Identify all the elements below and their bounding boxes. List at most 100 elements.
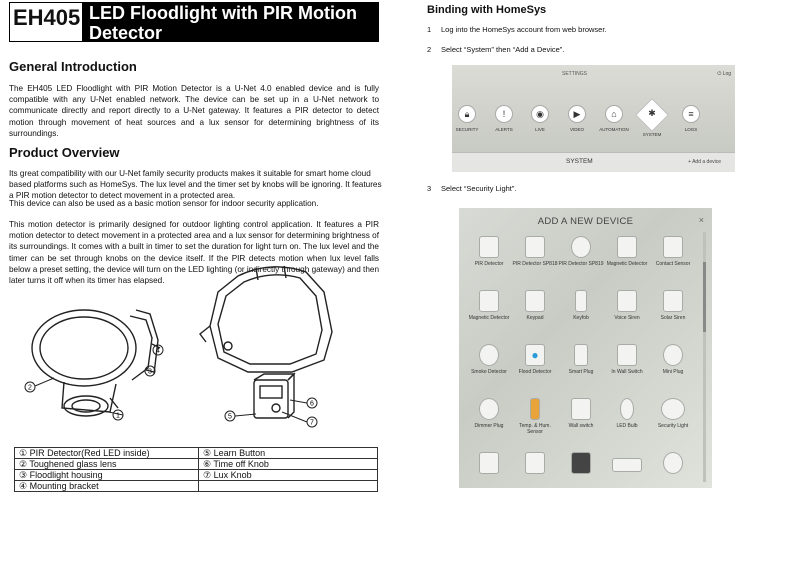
device-mini-plug[interactable]: Mini Plug — [650, 344, 696, 375]
plug-icon — [574, 344, 588, 366]
device-contact-sensor[interactable]: Contact Sensor — [650, 236, 696, 267]
step-number: 1 — [427, 25, 432, 34]
floodlight-front-drawing: 4 3 1 2 — [24, 309, 164, 421]
add-device-title: ADD A NEW DEVICE — [537, 216, 634, 227]
pir-sensor-icon — [479, 236, 499, 258]
add-device-screenshot: ADD A NEW DEVICE × PIR Detector PIR Dete… — [459, 208, 712, 488]
device-dimmer-plug[interactable]: Dimmer Plug — [466, 398, 512, 429]
scrollbar[interactable] — [703, 232, 706, 482]
logs-nav[interactable]: ≡ LOGS — [674, 105, 708, 132]
callout-2: 2 — [28, 385, 32, 392]
system-screen-screenshot: SETTINGS ⏻ Log 🔒︎ SECURITY ! ALERTS ◉ LI… — [452, 65, 735, 172]
floodlight-icon — [661, 398, 685, 420]
general-heading: General Introduction — [9, 59, 137, 74]
device-flood-detector[interactable]: ●Flood Detector — [512, 344, 558, 375]
wall-switch-icon — [571, 398, 591, 420]
device-unlabeled[interactable] — [558, 452, 604, 477]
floodlight-rear-drawing: 6 5 7 — [199, 265, 333, 428]
system-bar: SYSTEM + Add a device — [452, 152, 735, 172]
device-pir-sp819[interactable]: PIR Detector SP819 — [558, 236, 604, 267]
bell-icon: ! — [495, 105, 513, 123]
close-icon[interactable]: × — [698, 215, 704, 225]
network-icon: ✱ — [648, 108, 656, 118]
table-cell: ⑥ Time off Knob — [198, 458, 378, 470]
device-keyfob[interactable]: Keyfob — [558, 290, 604, 321]
table-row: ② Toughened glass lens ⑥ Time off Knob — [14, 458, 378, 470]
thermometer-icon — [530, 398, 540, 420]
device-temp-hum-sensor[interactable]: Temp. & Hum. Sensor — [512, 398, 558, 435]
callout-3: 3 — [148, 369, 152, 376]
keyfob-icon — [575, 290, 587, 312]
automation-nav[interactable]: ⌂ AUTOMATION — [597, 105, 631, 132]
camera-icon — [571, 452, 591, 474]
door-sensor-icon — [479, 290, 499, 312]
table-cell: ④ Mounting bracket — [14, 480, 199, 492]
eye-icon: ◉ — [531, 105, 549, 123]
settings-label: SETTINGS — [562, 71, 588, 77]
video-nav[interactable]: ▶ VIDEO — [560, 105, 594, 132]
video-icon: ▶ — [568, 105, 586, 123]
security-nav[interactable]: 🔒︎ SECURITY — [452, 105, 484, 132]
parts-table: ① PIR Detector(Red LED inside) ⑤ Learn B… — [14, 447, 378, 492]
step-number: 3 — [427, 184, 432, 193]
overview-p1: Its great compatibility with our U-Net f… — [9, 169, 382, 201]
callout-7: 7 — [310, 420, 314, 427]
table-cell: ① PIR Detector(Red LED inside) — [14, 447, 199, 459]
overview-heading: Product Overview — [9, 145, 120, 160]
step-text: Select “Security Light”. — [441, 184, 517, 193]
step-1: 1 Log into the HomeSys account from web b… — [427, 25, 607, 34]
step-2: 2 Select “System” then “Add a Device”. — [427, 45, 564, 54]
table-cell: ⑤ Learn Button — [198, 447, 378, 459]
device-wall-switch[interactable]: Wall switch — [558, 398, 604, 429]
keypad-icon — [525, 290, 545, 312]
scrollbar-thumb[interactable] — [703, 262, 706, 332]
add-device-button[interactable]: + Add a device — [688, 159, 721, 165]
water-drop-icon: ● — [525, 344, 545, 366]
wall-switch-icon — [617, 344, 637, 366]
step-text: Log into the HomeSys account from web br… — [441, 25, 607, 34]
dimmer-plug-icon — [479, 398, 499, 420]
bulb-icon — [620, 398, 634, 420]
live-nav[interactable]: ◉ LIVE — [523, 105, 557, 132]
smoke-detector-icon — [479, 344, 499, 366]
device-keypad[interactable]: Keypad — [512, 290, 558, 321]
table-cell: ③ Floodlight housing — [14, 469, 199, 481]
system-nav[interactable]: ✱ SYSTEM — [635, 105, 669, 137]
device-security-light[interactable]: Security Light — [650, 398, 696, 429]
step-number: 2 — [427, 45, 432, 54]
device-smoke-detector[interactable]: Smoke Detector — [466, 344, 512, 375]
general-text: The EH405 LED Floodlight with PIR Motion… — [9, 84, 379, 138]
house-icon: ⌂ — [605, 105, 623, 123]
device-pir-detector[interactable]: PIR Detector — [466, 236, 512, 267]
device-pir-sp818[interactable]: PIR Detector SP818 — [512, 236, 558, 267]
camera-dome-icon — [663, 452, 683, 474]
device-voice-siren[interactable]: Voice Siren — [604, 290, 650, 321]
device-magnetic-detector-2[interactable]: Magnetic Detector — [466, 290, 512, 321]
device-unlabeled[interactable] — [650, 452, 696, 477]
overview-p3: This motion detector is primarily design… — [9, 220, 379, 286]
lock-icon: 🔒︎ — [458, 105, 476, 123]
overview-p2: This device can also be used as a basic … — [9, 199, 319, 208]
table-cell: ② Toughened glass lens — [14, 458, 199, 470]
mini-plug-icon — [663, 344, 683, 366]
log-link[interactable]: ⏻ Log — [717, 71, 731, 77]
device-led-bulb[interactable]: LED Bulb — [604, 398, 650, 429]
device-unlabeled[interactable] — [466, 452, 512, 477]
table-row: ③ Floodlight housing ⑦ Lux Knob — [14, 469, 378, 481]
device-magnetic-detector[interactable]: Magnetic Detector — [604, 236, 650, 267]
device-smart-plug[interactable]: Smart Plug — [558, 344, 604, 375]
ceiling-sensor-icon — [571, 236, 591, 258]
step-text: Select “System” then “Add a Device”. — [441, 45, 565, 54]
device-unlabeled[interactable] — [512, 452, 558, 477]
table-cell — [198, 480, 378, 492]
callout-1: 1 — [116, 413, 120, 420]
pir-sensor-icon — [525, 236, 545, 258]
contact-sensor-icon — [663, 236, 683, 258]
device-in-wall-switch[interactable]: In Wall Switch — [604, 344, 650, 375]
table-row: ④ Mounting bracket — [14, 480, 378, 492]
device-solar-siren[interactable]: Solar Siren — [650, 290, 696, 321]
alerts-nav[interactable]: ! ALERTS — [487, 105, 521, 132]
sensor-icon — [479, 452, 499, 474]
table-row: ① PIR Detector(Red LED inside) ⑤ Learn B… — [14, 447, 378, 459]
device-unlabeled[interactable] — [604, 452, 650, 475]
